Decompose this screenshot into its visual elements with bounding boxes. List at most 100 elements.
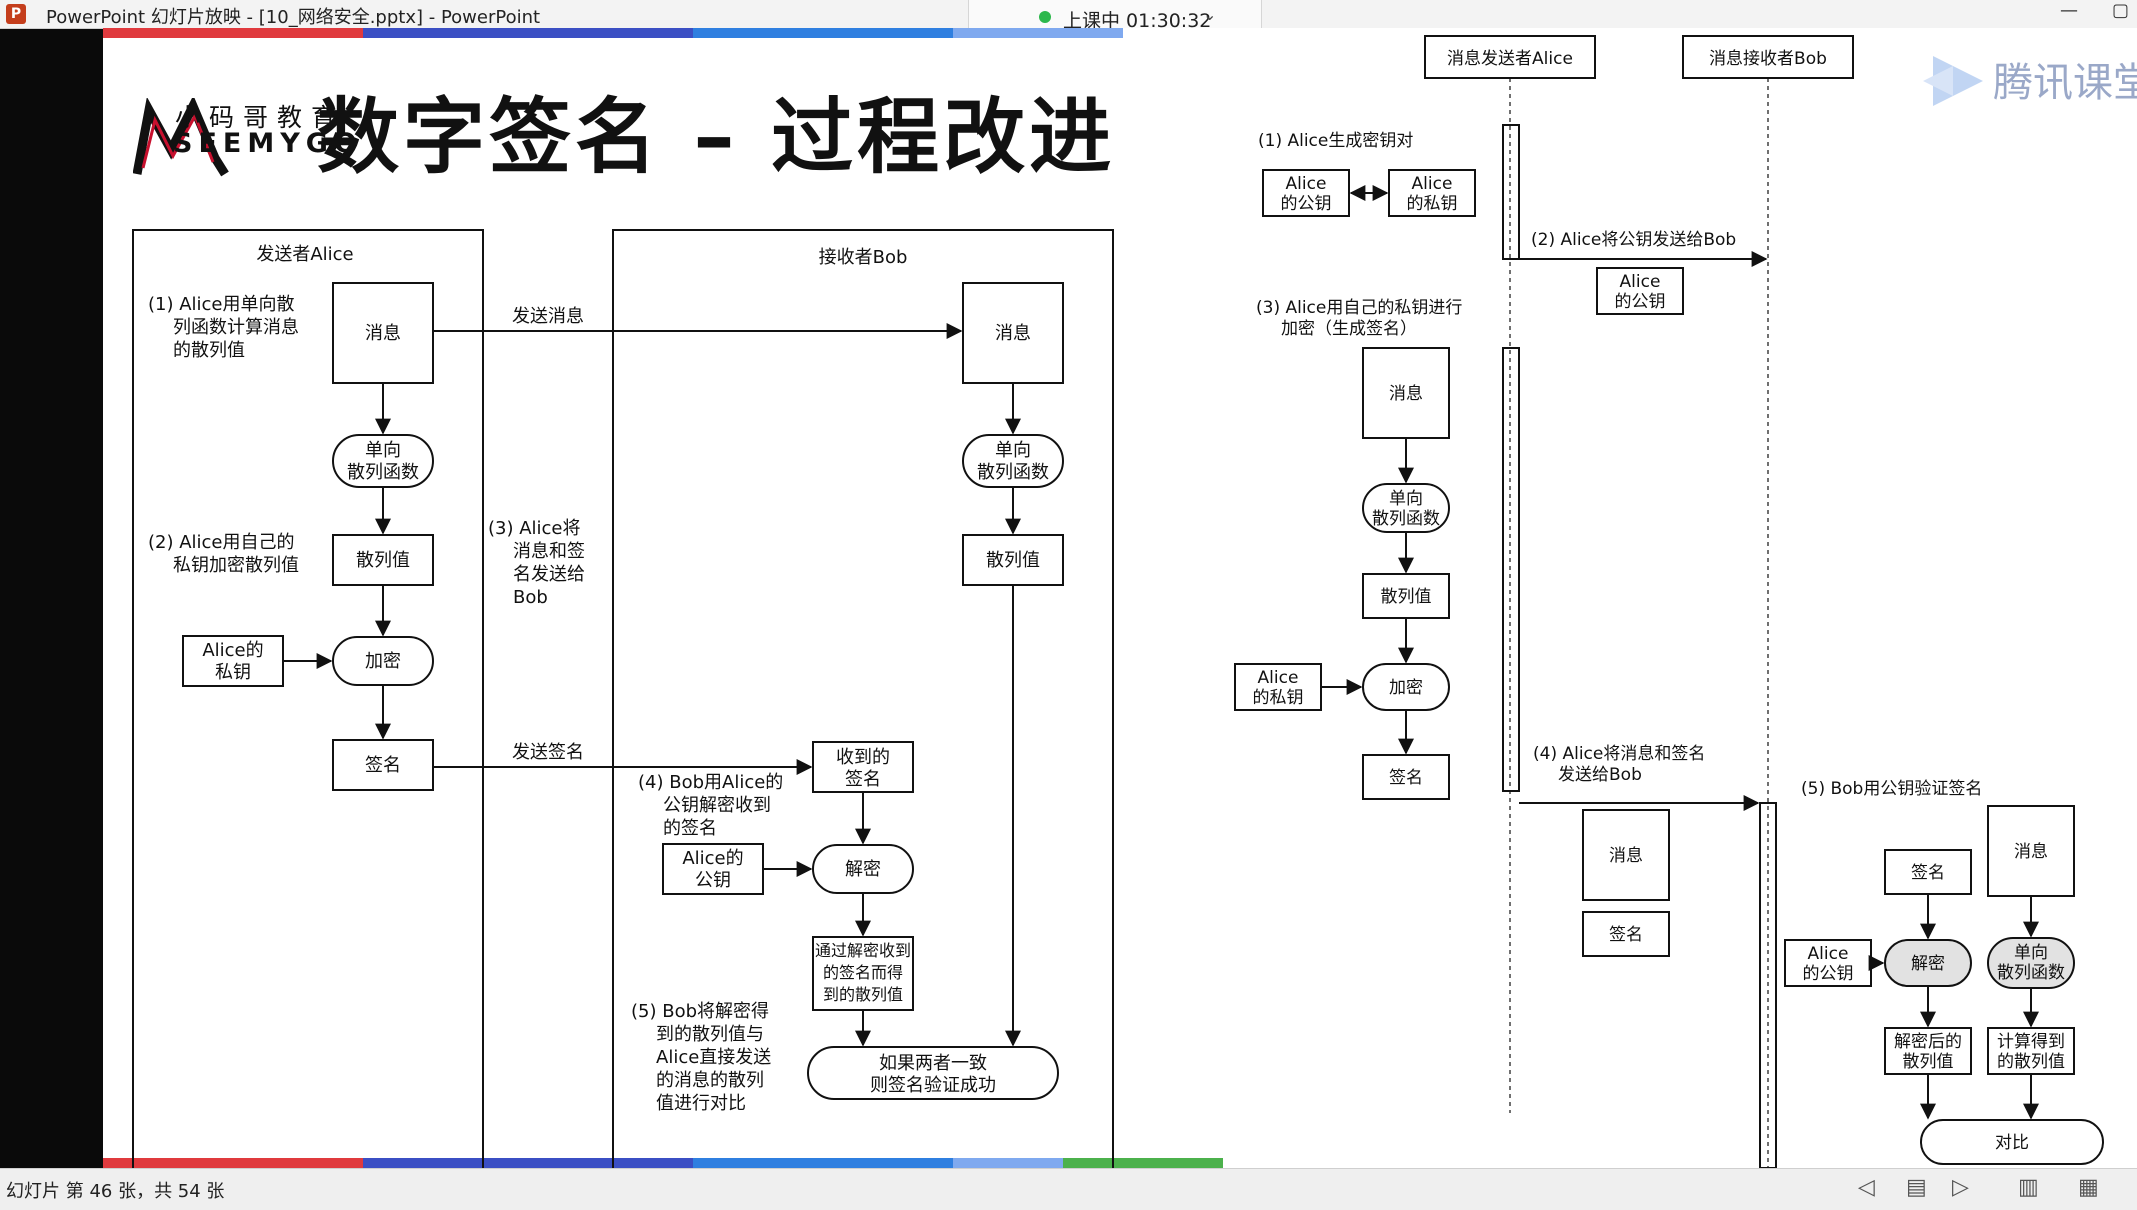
received-sig-label-1: 收到的 [836, 747, 890, 768]
seq-pub-key-2: 的公钥 [1281, 194, 1332, 214]
verify-label-2: 则签名验证成功 [870, 1075, 996, 1096]
seq-step4-2: 发送给Bob [1558, 765, 1642, 785]
seq-step3-2: 加密（生成签名） [1281, 319, 1417, 339]
step3-line-2: 消息和签 [513, 541, 585, 562]
seq-sent-pub-1: Alice [1620, 272, 1661, 292]
sender-encrypt-label: 加密 [365, 651, 401, 672]
tencent-classroom-logo-icon [1923, 56, 1983, 106]
receiver-frame [612, 229, 1114, 1168]
seq-compare-node [1920, 1119, 2104, 1165]
step3-line-3: 名发送给 [513, 564, 585, 585]
seq-signature-label: 签名 [1389, 768, 1423, 788]
seq-step1: (1) Alice生成密钥对 [1258, 131, 1413, 151]
signature-diagram: 发送者Alice 接收者Bob 消息 单向 散列函数 散列值 Alice的 私钥… [132, 35, 2104, 1168]
seq-sent-message-label: 消息 [1609, 846, 1643, 866]
receiver-hash-value-label: 散列值 [986, 550, 1040, 571]
live-status-text: 上课中 01:30:32 [1063, 10, 1212, 32]
seq-receiver-title: 消息接收者Bob [1709, 49, 1827, 69]
bottom-color-bar [103, 1158, 1223, 1168]
step1-line-3: 的散列值 [173, 340, 245, 361]
status-bar: 幻灯片 第 46 张，共 54 张 ◁ ▤ ▷ ▥ ▦ [0, 1168, 2137, 1210]
seq-sent-signature-box [1582, 911, 1670, 957]
live-status-dot [1039, 11, 1051, 23]
powerpoint-app-icon: P [6, 4, 26, 24]
logo-text-en: SEEMYGO [173, 128, 363, 159]
seq-verify-signature-label: 签名 [1911, 863, 1945, 883]
send-signature-label: 发送签名 [512, 742, 584, 763]
seq-step4-1: (4) Alice将消息和签名 [1533, 744, 1705, 764]
seq-decrypted-hash-2: 散列值 [1903, 1052, 1954, 1072]
seq-step3-1: (3) Alice用自己的私钥进行 [1256, 298, 1462, 318]
receiver-public-key-label-2: 公钥 [695, 870, 731, 891]
seq-sender-title: 消息发送者Alice [1447, 49, 1573, 69]
seq-computed-hash-1: 计算得到 [1997, 1032, 2065, 1052]
minimize-icon[interactable]: — [2060, 0, 2078, 21]
step5-line-4: 的消息的散列 [656, 1070, 764, 1091]
sender-message-label: 消息 [365, 323, 401, 344]
seq-pub-key-1: Alice [1286, 174, 1327, 194]
step3-line-1: (3) Alice将 [488, 518, 581, 539]
seq-hash-value-label: 散列值 [1381, 587, 1432, 607]
slide-count: 幻灯片 第 46 张，共 54 张 [6, 1181, 225, 1202]
watermark-text: 腾讯课堂 [1993, 60, 2137, 106]
seq-verify-hash-fn-2: 散列函数 [1997, 963, 2065, 983]
sender-frame-title: 发送者Alice [256, 244, 353, 265]
seq-alice-priv-1: Alice [1258, 668, 1299, 688]
slide-menu-icon[interactable]: ▤ [1906, 1175, 1927, 1200]
seq-sent-message-box [1582, 809, 1670, 901]
previous-slide-icon[interactable]: ◁ [1858, 1175, 1875, 1200]
sender-signature-box [332, 739, 434, 791]
seq-verify-hash-fn-1: 单向 [2014, 943, 2048, 963]
seq-alice-priv-2: 的私钥 [1253, 688, 1304, 708]
reading-view-icon[interactable]: ▥ [2018, 1175, 2039, 1200]
seq-step2: (2) Alice将公钥发送给Bob [1531, 230, 1736, 250]
seq-computed-hash-2: 的散列值 [1997, 1052, 2065, 1072]
seq-priv-key-1: Alice [1412, 174, 1453, 194]
seq-bob-pub-2: 的公钥 [1803, 964, 1854, 984]
seq-verify-message-label: 消息 [2014, 842, 2048, 862]
step2-line-1: (2) Alice用自己的 [148, 532, 295, 553]
sender-hash-fn-label-1: 单向 [365, 440, 401, 461]
step1-line-2: 列函数计算消息 [173, 317, 299, 338]
slide-sorter-icon[interactable]: ▦ [2078, 1175, 2099, 1200]
sender-frame [132, 229, 484, 1168]
seemygo-logo-icon [133, 98, 229, 177]
received-sig-label-2: 签名 [845, 769, 881, 790]
seq-decrypted-hash-1: 解密后的 [1894, 1032, 1962, 1052]
step2-line-2: 私钥加密散列值 [173, 555, 299, 576]
seq-hash-fn-2: 散列函数 [1372, 509, 1440, 529]
seq-sender-activation-1 [1502, 124, 1520, 260]
seq-decrypt-label: 解密 [1911, 954, 1945, 974]
top-color-bar [103, 28, 1123, 38]
seq-sent-signature-label: 签名 [1609, 925, 1643, 945]
sender-signature-label: 签名 [365, 755, 401, 776]
step5-line-1: (5) Bob将解密得 [631, 1001, 769, 1022]
seq-message-label: 消息 [1389, 384, 1423, 404]
receiver-public-key-label-1: Alice的 [682, 848, 743, 869]
seq-sent-pub-2: 的公钥 [1615, 292, 1666, 312]
seq-private-key-box [1388, 169, 1476, 217]
step5-line-5: 值进行对比 [656, 1093, 746, 1114]
decrypted-hash-label-3: 到的散列值 [823, 985, 903, 1004]
next-slide-icon[interactable]: ▷ [1952, 1175, 1969, 1200]
receiver-hash-fn-label-2: 散列函数 [977, 462, 1049, 483]
restore-icon[interactable]: ▢ [2112, 0, 2130, 21]
seq-bob-pub-1: Alice [1808, 944, 1849, 964]
step5-line-2: 到的散列值与 [656, 1024, 764, 1045]
seq-step5: (5) Bob用公钥验证签名 [1801, 779, 1982, 799]
verify-label-1: 如果两者一致 [879, 1053, 987, 1074]
sender-hash-fn-label-2: 散列函数 [347, 462, 419, 483]
seq-receiver-activation [1759, 802, 1777, 1168]
decrypted-hash-label-1: 通过解密收到 [815, 941, 911, 960]
sender-private-key-label-1: Alice的 [202, 640, 263, 661]
receiver-decrypt-label: 解密 [845, 859, 881, 880]
decrypted-hash-label-2: 的签名而得 [823, 963, 903, 982]
seq-signature-box [1362, 754, 1450, 800]
window-title: PowerPoint 幻灯片放映 - [10_网络安全.pptx] - Powe… [46, 7, 541, 28]
seq-public-key-box [1262, 169, 1350, 217]
receiver-frame-title: 接收者Bob [819, 247, 908, 268]
seq-sent-public-key-box [1596, 267, 1684, 315]
receiver-message-label: 消息 [995, 323, 1031, 344]
chevron-down-icon[interactable]: ⌄ [1203, 5, 1217, 24]
slide-canvas: 小码哥教育 SEEMYGO 数字签名 – 过程改进 腾讯课堂 [103, 28, 2137, 1168]
